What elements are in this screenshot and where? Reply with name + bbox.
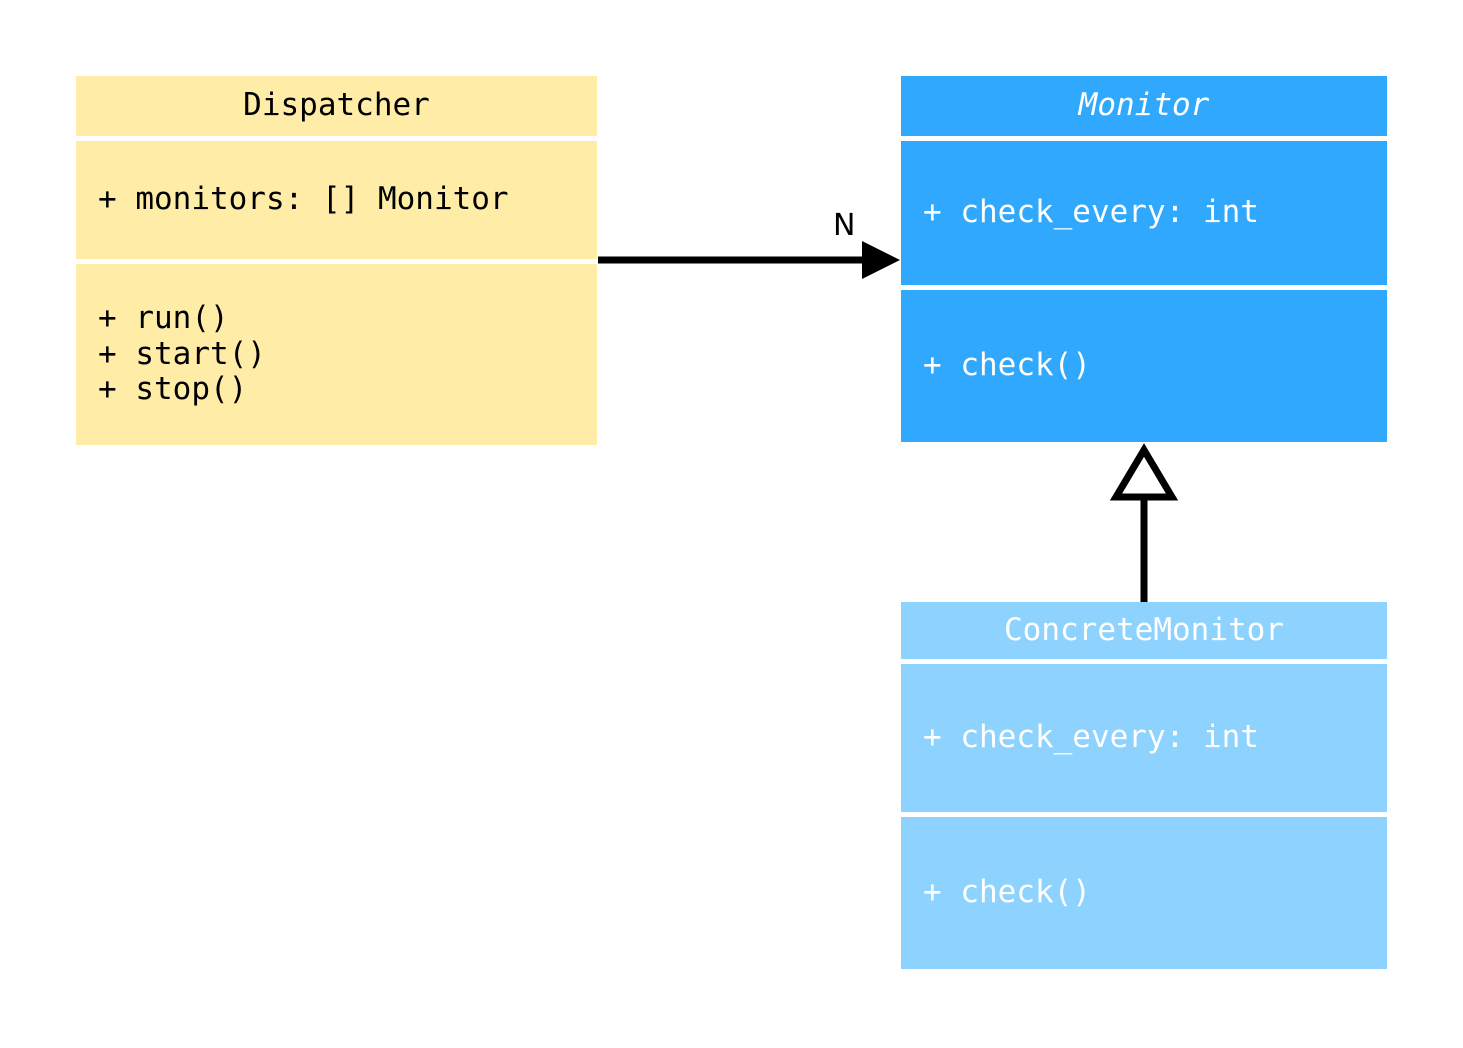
class-box-monitor[interactable]: Monitor + check_every: int + check() bbox=[901, 76, 1387, 442]
class-methods-dispatcher: + run() + start() + stop() bbox=[76, 264, 597, 445]
class-box-dispatcher[interactable]: Dispatcher + monitors: [] Monitor + run(… bbox=[76, 76, 597, 445]
method-list-dispatcher: + run() + start() + stop() bbox=[98, 300, 266, 408]
filled-triangle-arrowhead-icon bbox=[862, 241, 900, 279]
class-attributes-dispatcher: + monitors: [] Monitor bbox=[76, 141, 597, 259]
method-list-monitor: + check() bbox=[923, 347, 1091, 384]
class-box-concretemonitor[interactable]: ConcreteMonitor + check_every: int + che… bbox=[901, 602, 1387, 969]
method-list-concretemonitor: + check() bbox=[923, 874, 1091, 911]
class-header-monitor: Monitor bbox=[901, 76, 1387, 136]
class-name-monitor: Monitor bbox=[1078, 87, 1210, 124]
class-name-concretemonitor: ConcreteMonitor bbox=[1004, 611, 1284, 648]
hollow-triangle-arrowhead-icon bbox=[1109, 443, 1179, 501]
association-dispatcher-to-monitor bbox=[598, 241, 900, 279]
attribute-list-monitor: + check_every: int bbox=[923, 194, 1259, 231]
class-attributes-monitor: + check_every: int bbox=[901, 141, 1387, 285]
attribute-list-dispatcher: + monitors: [] Monitor bbox=[98, 181, 509, 218]
association-multiplicity-label: N bbox=[833, 208, 856, 243]
class-header-dispatcher: Dispatcher bbox=[76, 76, 597, 136]
class-methods-monitor: + check() bbox=[901, 290, 1387, 442]
class-name-dispatcher: Dispatcher bbox=[243, 87, 430, 124]
class-methods-concretemonitor: + check() bbox=[901, 817, 1387, 969]
inheritance-concretemonitor-to-monitor bbox=[1109, 443, 1179, 602]
class-attributes-concretemonitor: + check_every: int bbox=[901, 664, 1387, 812]
attribute-list-concretemonitor: + check_every: int bbox=[923, 719, 1259, 756]
class-header-concretemonitor: ConcreteMonitor bbox=[901, 602, 1387, 659]
